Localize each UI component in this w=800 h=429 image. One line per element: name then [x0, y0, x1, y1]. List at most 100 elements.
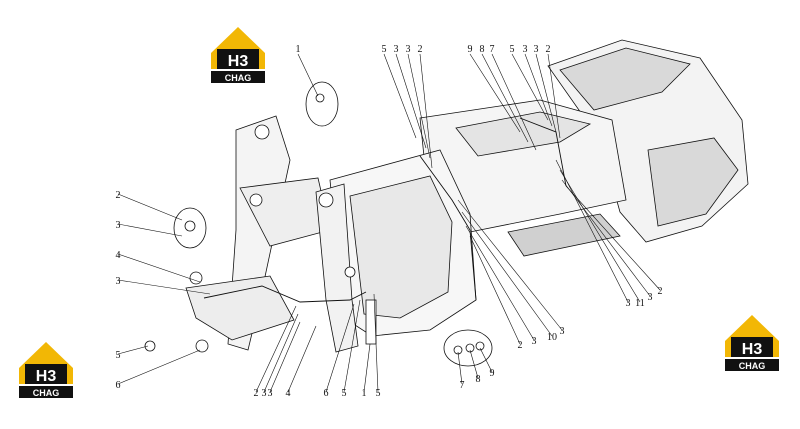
leader-line [287, 325, 317, 393]
callout-bottom-2: 3 [268, 388, 273, 399]
mid-frame-deck [455, 111, 592, 157]
leader-line [383, 53, 417, 139]
part-plug-left [195, 339, 209, 353]
leader-line [491, 53, 537, 151]
svg-text:H3: H3 [228, 53, 249, 70]
leader-line [511, 53, 549, 121]
leader-line [465, 225, 535, 341]
leader-line [117, 253, 201, 283]
leader-line [117, 349, 201, 385]
part-detail-b2 [465, 343, 475, 353]
leader-line [395, 53, 427, 149]
leader-line [457, 199, 563, 331]
rear-panel-top [559, 47, 691, 111]
svg-text:CHAG: CHAG [739, 361, 766, 371]
callout-right-0: 3 [626, 298, 631, 309]
leader-line [263, 313, 299, 393]
harness-mid [419, 155, 477, 301]
svg-text:CHAG: CHAG [33, 388, 60, 398]
front-mast [315, 183, 359, 353]
callout-right-3: 2 [658, 286, 663, 297]
brand-logo-bottom-right: H3 CHAG [721, 311, 783, 373]
callout-bottom-5: 5 [342, 388, 347, 399]
brand-logo-bottom-left: H3 CHAG [15, 338, 77, 400]
brand-logo-top-left: H3 CHAG [207, 23, 269, 85]
loader-frame-drawing [144, 39, 749, 367]
callout-left-5: 6 [116, 380, 121, 391]
leader-line [524, 53, 553, 127]
svg-text:H3: H3 [36, 368, 57, 385]
callout-top-6: 8 [480, 44, 485, 55]
pin-b [318, 192, 334, 208]
callout-left-4: 5 [116, 350, 121, 361]
callout-bottom-14: 3 [560, 326, 565, 337]
callout-right-1: 11 [635, 298, 645, 309]
callout-left-0: 2 [116, 190, 121, 201]
callout-bottom-1: 3 [262, 388, 267, 399]
leader-line [407, 53, 431, 159]
callout-top-7: 7 [490, 44, 495, 55]
callout-bottom-6: 1 [362, 388, 367, 399]
leader-line [419, 53, 433, 169]
leader-line [363, 343, 371, 393]
callout-bottom-7: 5 [376, 388, 381, 399]
detail-oval-top [305, 81, 339, 127]
leader-line [469, 349, 479, 379]
pin-a [254, 124, 270, 140]
pin-c [249, 193, 263, 207]
logo-icon: H3 CHAG [211, 27, 265, 83]
harness-front [203, 285, 367, 303]
logo-icon: H3 CHAG [19, 342, 73, 398]
leader-line [481, 53, 529, 143]
leader-line [255, 305, 297, 393]
part-detail-top [315, 93, 325, 103]
front-frame-plate [349, 175, 453, 319]
leader-line [457, 351, 463, 385]
callout-top-1: 5 [382, 44, 387, 55]
callout-top-8: 5 [510, 44, 515, 55]
part-bolt-left [144, 340, 156, 352]
callout-left-3: 3 [116, 276, 121, 287]
leader-line [117, 193, 183, 221]
callout-top-10: 3 [534, 44, 539, 55]
pin-d [189, 271, 203, 285]
callout-bottom-13: 10 [547, 332, 557, 343]
svg-text:CHAG: CHAG [225, 73, 252, 83]
callout-bottom-0: 2 [254, 388, 259, 399]
leader-line [461, 211, 553, 337]
leader-line [117, 345, 149, 355]
part-detail-left [184, 220, 196, 232]
logo-icon: H3 CHAG [725, 315, 779, 371]
callout-right-2: 3 [648, 292, 653, 303]
callout-bottom-3: 4 [286, 388, 291, 399]
rear-panel-side [647, 137, 739, 227]
boom-base [185, 275, 295, 341]
leader-line [469, 235, 521, 345]
callout-bottom-12: 3 [532, 336, 537, 347]
leader-line [343, 299, 361, 393]
callout-top-5: 9 [468, 44, 473, 55]
callout-bottom-4: 6 [324, 388, 329, 399]
leader-line [479, 347, 493, 373]
callout-bottom-8: 7 [460, 380, 465, 391]
callout-top-4: 2 [418, 44, 423, 55]
callout-top-2: 3 [394, 44, 399, 55]
svg-text:H3: H3 [742, 341, 763, 358]
leader-line [117, 223, 183, 237]
callout-bottom-11: 2 [518, 340, 523, 351]
callout-bottom-10: 9 [490, 368, 495, 379]
leader-line [561, 179, 651, 297]
cylinder [365, 299, 377, 345]
leader-line [547, 53, 561, 139]
leader-line [469, 53, 521, 133]
pin-e [344, 266, 356, 278]
callout-bottom-9: 8 [476, 374, 481, 385]
leader-line [565, 185, 661, 291]
callout-left-2: 4 [116, 250, 121, 261]
step-plate [507, 213, 621, 257]
callout-top-9: 3 [523, 44, 528, 55]
leader-lines [117, 53, 661, 393]
leader-line [325, 303, 355, 393]
leader-line [559, 169, 641, 303]
